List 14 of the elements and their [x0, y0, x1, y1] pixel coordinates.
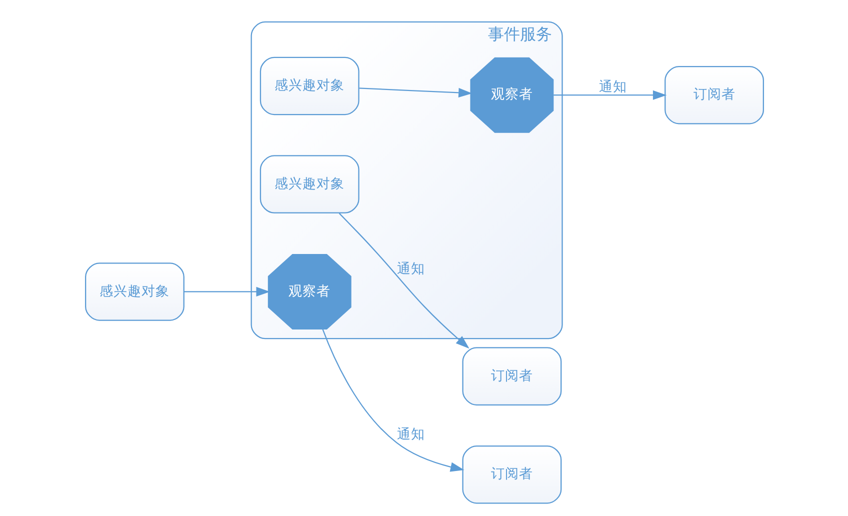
edge-label: 通知	[396, 260, 424, 277]
node-box: 感兴趣对象	[259, 155, 359, 214]
arrow	[553, 90, 666, 100]
arrow	[358, 88, 472, 98]
arrow	[322, 328, 464, 472]
edge-label: 通知	[396, 426, 424, 443]
arrow	[183, 286, 270, 297]
node-box: 订阅者	[462, 347, 562, 406]
node-box: 感兴趣对象	[259, 56, 359, 116]
node-box: 订阅者	[664, 66, 764, 124]
arrow	[338, 212, 469, 349]
node-box: 感兴趣对象	[84, 262, 184, 321]
edge-label: 通知	[598, 79, 627, 96]
node-box: 订阅者	[462, 445, 562, 504]
